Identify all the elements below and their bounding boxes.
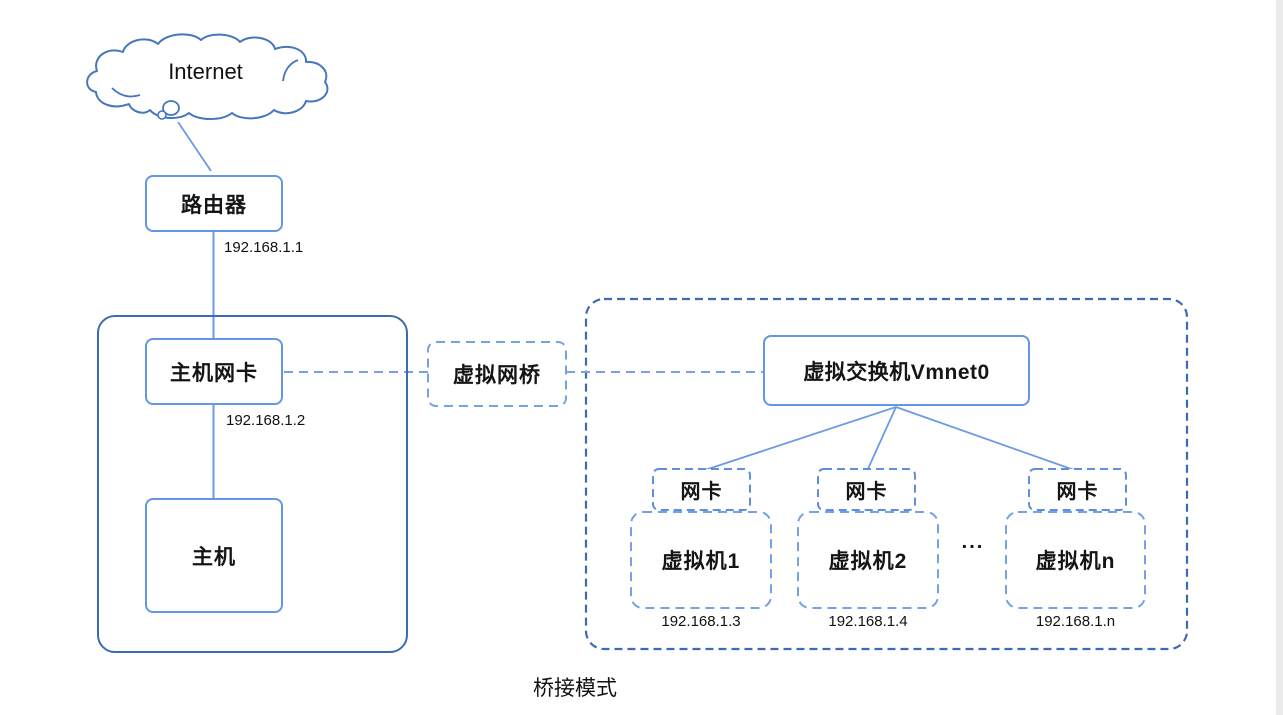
vswitch-to-nic1-line: [701, 406, 897, 472]
vswitch-to-nic2-line: [866, 406, 897, 472]
diagram-caption: 桥接模式: [533, 677, 617, 700]
vm3-nic-label: 网卡: [1056, 481, 1099, 503]
cloud-inner-arc-right: [282, 59, 299, 82]
vm3-box: [1005, 511, 1146, 609]
vm2-nic-label: 网卡: [845, 481, 888, 503]
vm3-ip-label: 192.168.1.n: [1035, 613, 1116, 630]
host-label: 主机: [192, 545, 236, 569]
router-label: 路由器: [181, 193, 247, 217]
vm2-box: [797, 511, 939, 609]
host-nic-ip-label: 192.168.1.2: [226, 412, 306, 429]
vm2-ip-label: 192.168.1.4: [828, 613, 908, 630]
host-nic-label: 主机网卡: [170, 361, 258, 385]
vm2-label: 虚拟机2: [828, 550, 908, 573]
vm3-label: 虚拟机n: [1035, 550, 1116, 573]
host-machine-container: [97, 315, 408, 653]
vm1-ip-label: 192.168.1.3: [661, 613, 741, 630]
router-box: 路由器: [145, 175, 283, 232]
bridge-box: [427, 341, 567, 407]
vm3-nic-box: [1028, 468, 1127, 511]
cloud-inner-arc-left: [111, 87, 141, 98]
cloud-to-router-line: [177, 121, 212, 172]
scrollbar-track[interactable]: [1276, 0, 1283, 715]
vm2-nic-box: [817, 468, 916, 511]
cloud-tail-bubble-small: [157, 110, 167, 120]
vm1-box: [630, 511, 772, 609]
host-box: 主机: [145, 498, 283, 613]
vswitch-box: 虚拟交换机Vmnet0: [763, 335, 1030, 406]
cloud-tail-bubble-large: [162, 100, 180, 116]
internet-label: Internet: [168, 59, 243, 84]
host-nic-box: 主机网卡: [145, 338, 283, 405]
vswitch-to-nic3-line: [895, 406, 1078, 472]
bridge-label: 虚拟网桥: [453, 364, 541, 387]
vm1-nic-label: 网卡: [680, 481, 723, 503]
vm1-label: 虚拟机1: [661, 550, 741, 573]
vswitch-label: 虚拟交换机Vmnet0: [803, 360, 990, 384]
vm1-nic-box: [652, 468, 751, 511]
internet-cloud-shape: [86, 33, 329, 120]
router-ip-label: 192.168.1.1: [224, 239, 304, 256]
more-vms-ellipsis: ...: [961, 531, 985, 553]
